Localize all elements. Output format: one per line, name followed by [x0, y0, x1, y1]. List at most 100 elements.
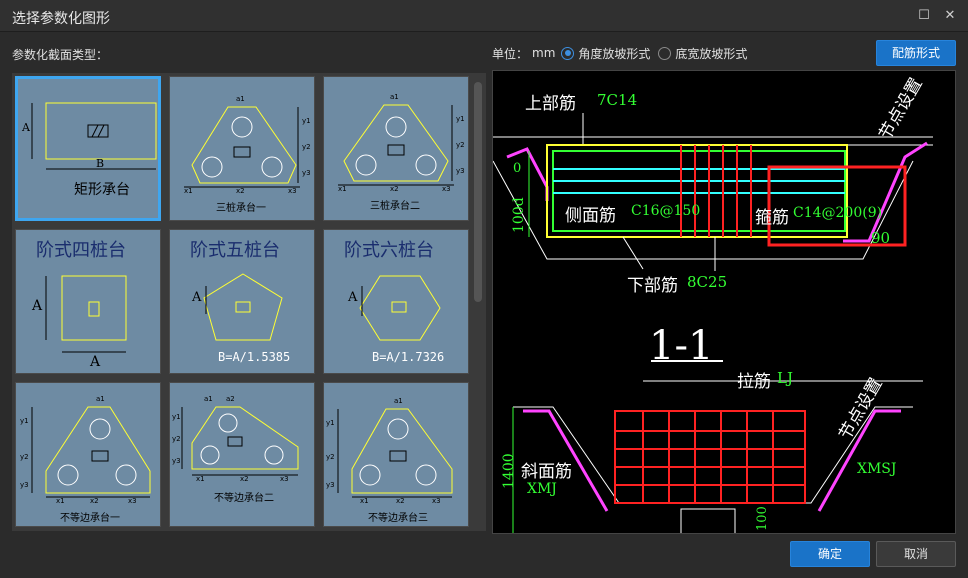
tie-rebar-label: 拉筋	[737, 372, 771, 392]
top-rebar-value: 7C14	[597, 91, 638, 109]
shape-gallery: A B 矩形承台 a1 x1 x2 x3 y1 y2 y3 三桩承台一	[12, 73, 486, 531]
unequal-2-dim-y2: y2	[172, 435, 181, 443]
angle-value: 90	[871, 229, 891, 247]
unequal-3-dim-y1: y1	[326, 419, 335, 427]
width-slope-option[interactable]: 底宽放坡形式	[658, 45, 747, 62]
unequal-3-dim-a1: a1	[394, 397, 403, 405]
unequal-2-dim-x3: x3	[280, 475, 289, 483]
side-rebar-value: C16@150	[631, 203, 701, 219]
unequal-1-dim-x2: x2	[90, 497, 99, 505]
three-pile-2-dim-y2: y2	[456, 141, 465, 149]
unit-label: 单位：	[492, 46, 529, 61]
step-four-pile-dim-a: A	[32, 298, 43, 314]
thumb-rect-cap[interactable]: A B 矩形承台	[15, 76, 161, 221]
unequal-3-dim-x3: x3	[432, 497, 441, 505]
three-pile-1-dim-x2: x2	[236, 187, 245, 195]
dim-1400: 1400	[501, 453, 517, 489]
unequal-2-dim-a2: a2	[226, 395, 235, 403]
three-pile-1-dim-x3: x3	[288, 187, 297, 195]
unequal-2-caption: 不等边承台二	[214, 493, 274, 504]
bottom-rebar-value: 8C25	[687, 273, 728, 291]
three-pile-2-drawing	[338, 104, 454, 186]
dim-100: 100	[755, 506, 770, 531]
three-pile-1-dim-a1: a1	[236, 95, 245, 103]
bottom-rebar-label: 下部筋	[627, 276, 678, 296]
rect-cap-dim-b: B	[96, 157, 105, 170]
dim-zero: 0	[513, 161, 522, 176]
three-pile-2-dim-y1: y1	[456, 115, 465, 123]
unequal-3-caption: 不等边承台三	[368, 513, 428, 524]
three-pile-2-dim-y3: y3	[456, 167, 465, 175]
ok-button[interactable]: 确定	[790, 541, 870, 567]
close-icon[interactable]: ✕	[944, 8, 956, 23]
step-six-pile-formula: B=A/1.7326	[372, 350, 445, 364]
side-rebar-label: 侧面筋	[565, 206, 616, 226]
slope-rebar-value: XMJ	[527, 481, 557, 497]
step-four-pile-caption: 阶式四桩台	[36, 240, 126, 261]
unequal-2-drawing	[181, 406, 299, 476]
cancel-button[interactable]: 取消	[876, 541, 956, 567]
unequal-3-dim-x1: x1	[360, 497, 369, 505]
three-pile-2-dim-x3: x3	[442, 185, 451, 193]
unequal-2-dim-a1: a1	[204, 395, 213, 403]
three-pile-1-dim-y3: y3	[302, 169, 311, 177]
step-five-pile-dim-a: A	[192, 290, 202, 305]
section-label-1-1: 1-1	[649, 323, 714, 369]
rect-cap-drawing	[31, 102, 157, 170]
step-five-pile-caption: 阶式五桩台	[190, 240, 280, 261]
thumb-three-pile-2[interactable]: a1 x1 x2 x3 y1 y2 y3 三桩承台二	[323, 76, 469, 221]
unequal-2-dim-y1: y1	[172, 413, 181, 421]
thumb-step-six-pile[interactable]: 阶式六桩台 A B=A/1.7326	[323, 229, 469, 374]
unequal-1-dim-y1: y1	[20, 417, 29, 425]
width-slope-radio[interactable]	[658, 46, 672, 60]
gallery-scrollbar[interactable]	[474, 82, 482, 302]
unequal-2-dim-y3: y3	[172, 457, 181, 465]
unequal-3-dim-x2: x2	[396, 497, 405, 505]
rebar-preview-drawing	[493, 113, 933, 533]
rebar-preview: 上部筋 7C14 侧面筋 C16@150 箍筋 C14@200(9) 下部筋 8…	[492, 70, 956, 534]
width-slope-label: 底宽放坡形式	[675, 46, 748, 61]
top-rebar-label: 上部筋	[525, 94, 576, 114]
step-six-pile-drawing	[359, 275, 441, 341]
unequal-1-caption: 不等边承台一	[60, 513, 120, 524]
three-pile-1-dim-y1: y1	[302, 117, 311, 125]
thumb-unequal-1[interactable]: a1 x1 x2 x3 y1 y2 y3 不等边承台一	[15, 382, 161, 527]
step-six-pile-caption: 阶式六桩台	[344, 240, 434, 261]
unit-value: mm	[532, 46, 556, 60]
slope-rebar-value-right: XMSJ	[857, 461, 897, 477]
step-five-pile-formula: B=A/1.5385	[218, 350, 291, 364]
unequal-1-dim-x3: x3	[128, 497, 137, 505]
three-pile-2-dim-x2: x2	[390, 185, 399, 193]
tie-rebar-value: LJ	[777, 369, 793, 387]
thumb-step-five-pile[interactable]: 阶式五桩台 A B=A/1.5385	[169, 229, 315, 374]
step-five-pile-drawing	[203, 273, 283, 341]
unequal-1-dim-x1: x1	[56, 497, 65, 505]
angle-slope-option[interactable]: 角度放坡形式	[561, 45, 650, 62]
unequal-2-dim-x2: x2	[240, 475, 249, 483]
rect-cap-caption: 矩形承台	[74, 182, 130, 198]
unequal-3-drawing	[337, 408, 453, 498]
thumb-step-four-pile[interactable]: 阶式四桩台 A A	[15, 229, 161, 374]
maximize-icon[interactable]: ☐	[918, 8, 930, 23]
unequal-3-dim-y3: y3	[326, 481, 335, 489]
stirrup-label: 箍筋	[755, 208, 789, 228]
three-pile-1-dim-x1: x1	[184, 187, 193, 195]
three-pile-1-drawing	[184, 106, 300, 188]
three-pile-2-dim-a1: a1	[390, 93, 399, 101]
title-bar: 选择参数化图形 ☐ ✕	[0, 0, 968, 32]
dim-left-100d: 100d	[511, 197, 527, 233]
section-type-label: 参数化截面类型：	[12, 48, 109, 62]
stirrup-value: C14@200(9)	[793, 205, 883, 221]
unequal-2-dim-x1: x1	[196, 475, 205, 483]
slope-rebar-label: 斜面筋	[521, 462, 572, 482]
rect-cap-dim-a: A	[22, 121, 30, 134]
rebar-form-button[interactable]: 配筋形式	[876, 40, 956, 66]
angle-slope-label: 角度放坡形式	[578, 46, 651, 61]
step-six-pile-dim-a: A	[348, 290, 358, 305]
unequal-3-dim-y2: y2	[326, 453, 335, 461]
thumb-unequal-3[interactable]: a1 x1 x2 x3 y1 y2 y3 不等边承台三	[323, 382, 469, 527]
angle-slope-radio[interactable]	[561, 46, 575, 60]
thumb-three-pile-1[interactable]: a1 x1 x2 x3 y1 y2 y3 三桩承台一	[169, 76, 315, 221]
thumb-unequal-2[interactable]: a1 a2 x1 x2 x3 y1 y2 y3 不等边承台二	[169, 382, 315, 527]
step-four-pile-drawing	[45, 275, 127, 353]
